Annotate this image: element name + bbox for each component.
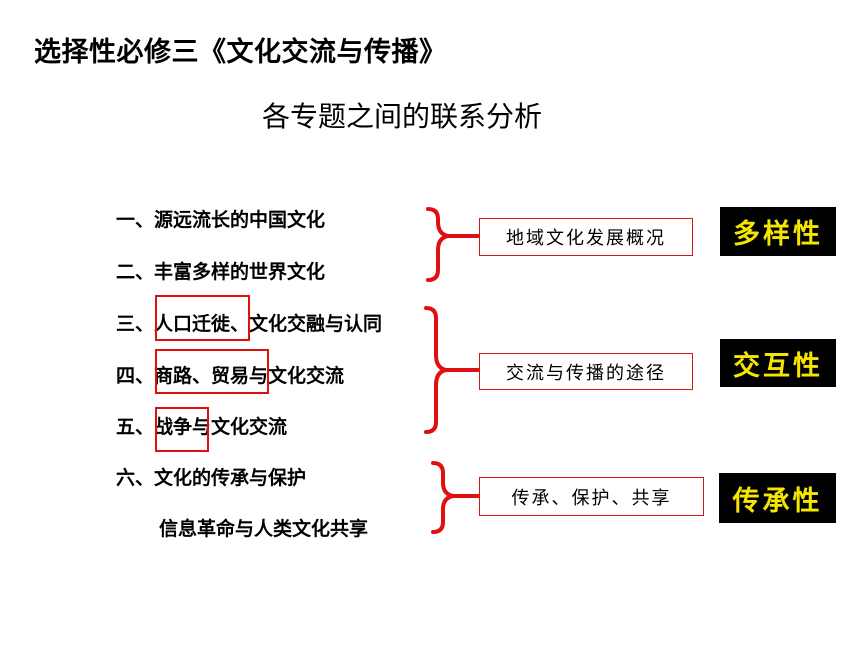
topic-text: 文化的传承与保护	[154, 467, 307, 489]
highlight-box-migration	[155, 295, 250, 341]
category-box-1: 地域文化发展概况	[479, 218, 693, 256]
topic-item-2: 二、丰富多样的世界文化	[116, 260, 325, 284]
badge-diversity: 多样性	[720, 207, 836, 256]
topic-text: 与文化交流	[249, 365, 345, 387]
diagram-subtitle: 各专题之间的联系分析	[262, 100, 543, 133]
topic-highlight-text: 人口迁徙	[154, 313, 231, 335]
topic-item-1: 一、源远流长的中国文化	[116, 208, 325, 232]
topic-prefix: 二、	[116, 261, 155, 283]
topic-prefix: 四、	[116, 365, 155, 387]
topic-prefix: 一、	[116, 209, 155, 231]
topic-item-5: 五、战争与文化交流	[116, 415, 287, 439]
topic-text: 丰富多样的世界文化	[154, 261, 326, 283]
topic-prefix: 三、	[116, 313, 155, 335]
topic-item-7: 信息革命与人类文化共享	[159, 517, 368, 541]
topic-text: 信息革命与人类文化共享	[159, 518, 369, 540]
topic-item-3: 三、人口迁徙、文化交融与认同	[116, 312, 382, 336]
topic-item-6: 六、文化的传承与保护	[116, 466, 306, 490]
topic-text: 与文化交流	[192, 416, 288, 438]
topic-text: 源远流长的中国文化	[154, 209, 326, 231]
badge-inheritance: 传承性	[719, 473, 836, 523]
page-title: 选择性必修三《文化交流与传播》	[34, 37, 447, 68]
bracket-group-2	[424, 306, 447, 434]
highlight-box-trade	[155, 349, 269, 394]
category-box-2: 交流与传播的途径	[479, 353, 693, 390]
badge-interactivity: 交互性	[720, 339, 836, 387]
category-box-3: 传承、保护、共享	[479, 477, 704, 516]
topic-item-4: 四、商路、贸易与文化交流	[116, 364, 344, 388]
highlight-box-war	[155, 407, 209, 452]
topic-text: 、文化交融与认同	[230, 313, 383, 335]
bracket-group-1	[426, 207, 449, 282]
topic-highlight-text: 商路、贸易	[154, 365, 250, 387]
topic-prefix: 六、	[116, 467, 155, 489]
topic-prefix: 五、	[116, 416, 155, 438]
bracket-group-3	[431, 461, 454, 534]
topic-highlight-text: 战争	[154, 416, 193, 438]
